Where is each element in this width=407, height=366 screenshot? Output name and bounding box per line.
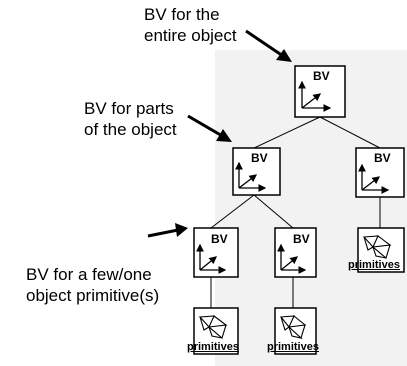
arrowhead-parts [216, 129, 232, 142]
edge-mid-right-child [253, 194, 294, 229]
annotation-few-primitives-line2: object primitive(s) [26, 286, 160, 305]
bv-label-mid-left: BV [251, 151, 268, 165]
annotation-arrows [147, 29, 292, 238]
primitives-label-leaf-left: primitives [187, 341, 239, 353]
arrowhead-few-primitives [175, 223, 188, 237]
primitive-boxes [193, 227, 405, 355]
primitives-label-right: primitives [348, 259, 400, 271]
edge-mid-left-child [210, 194, 255, 229]
primitives-node-leaf-left [193, 307, 239, 355]
annotation-parts-line1: BV for parts [84, 99, 174, 118]
annotation-few-primitives: BV for a few/one object primitive(s) [26, 264, 159, 306]
primitives-label-leaf-right: primitives [267, 341, 319, 353]
primitives-node-leaf-right [274, 307, 317, 355]
axes-icon-root [298, 80, 332, 112]
annotation-entire-object-line2: entire object [144, 26, 237, 45]
edge-root-left [253, 116, 321, 149]
bv-label-leaf-right: BV [293, 232, 310, 246]
axes-icon-leaf-left [196, 243, 227, 274]
arrowhead-entire-object [276, 49, 292, 62]
bv-label-leaf-left: BV [211, 232, 228, 246]
mesh-icon-leaf-left [198, 315, 228, 339]
mesh-icons [198, 235, 392, 339]
annotation-few-primitives-line1: BV for a few/one [26, 265, 152, 284]
bv-label-mid-right: BV [374, 151, 391, 165]
annotation-entire-object: BV for the entire object [144, 4, 237, 46]
bv-node-leaf-left [193, 227, 239, 278]
bv-label-root: BV [313, 69, 330, 83]
axes-icon-mid-right [358, 163, 390, 194]
tree-edges [210, 116, 381, 308]
edge-root-right [319, 116, 381, 149]
mesh-icon-leaf-right [279, 315, 307, 339]
annotation-parts: BV for parts of the object [84, 98, 177, 140]
arrow-few-primitives [147, 228, 179, 238]
arrow-parts [187, 114, 225, 139]
axes-icons [196, 80, 390, 274]
annotation-parts-line2: of the object [84, 120, 177, 139]
axes-icon-leaf-right [277, 243, 307, 274]
annotation-entire-object-line1: BV for the [144, 5, 220, 24]
primitives-node-right [357, 227, 405, 273]
axes-icon-mid-left [235, 161, 267, 192]
arrow-entire-object [245, 29, 284, 58]
mesh-icon-right [362, 235, 392, 259]
